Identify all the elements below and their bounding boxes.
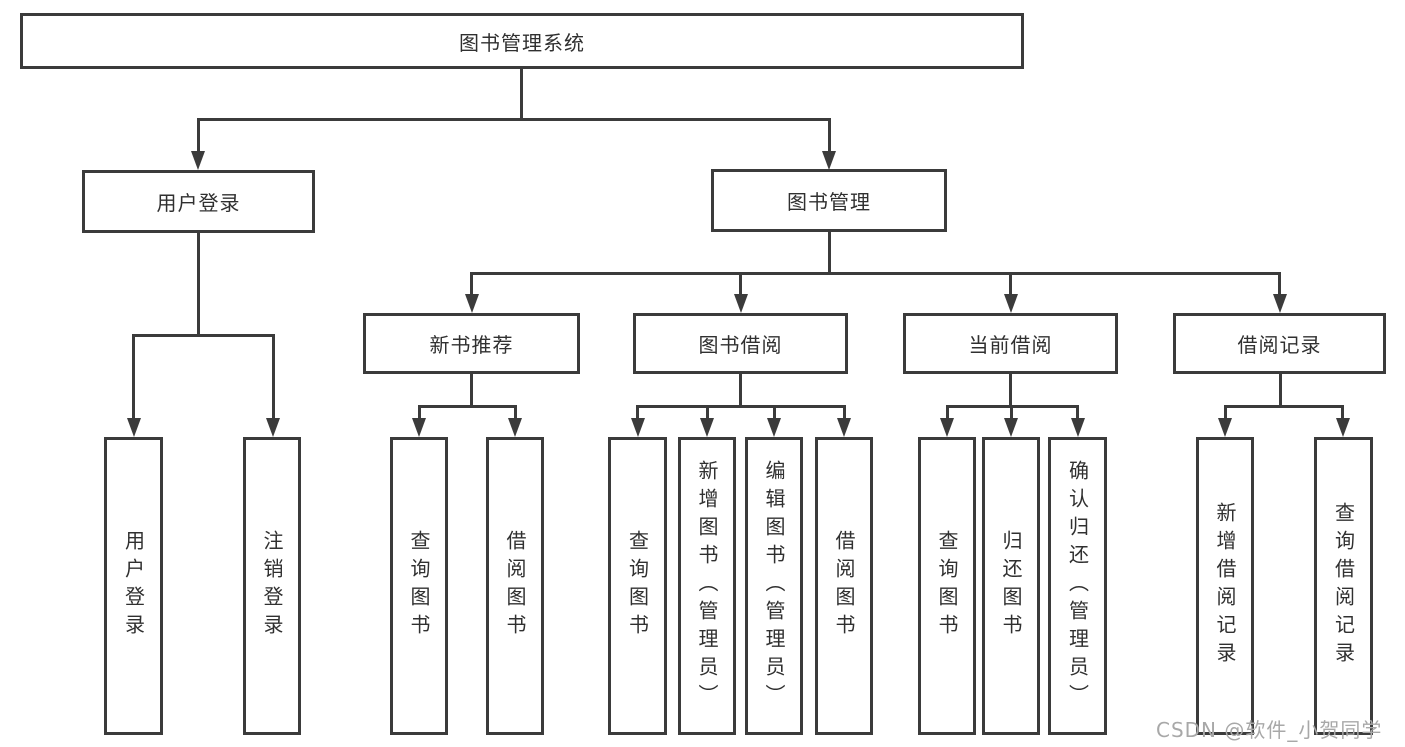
node-label: 新增图书（管理员） <box>695 460 719 712</box>
node-leaf-borrow-books: 借阅图书 <box>815 437 873 735</box>
connector-drop <box>1009 271 1012 294</box>
node-label: 查询图书 <box>625 530 650 642</box>
node-label: 注销登录 <box>260 530 284 642</box>
node-label: 归还图书 <box>999 530 1023 642</box>
connector-drop <box>705 404 709 418</box>
connector-stem <box>827 232 831 273</box>
connector-bar <box>417 404 517 408</box>
node-leaf-query-books-borrowing: 查询图书 <box>608 437 667 735</box>
node-label: 借阅图书 <box>503 530 527 642</box>
node-book-management: 图书管理 <box>711 169 947 232</box>
arrowhead-icon <box>1003 294 1018 313</box>
connector-drop <box>132 333 135 418</box>
node-label: 新增借阅记录 <box>1213 502 1237 670</box>
connector-drop <box>417 404 421 418</box>
arrowhead-icon <box>837 418 851 437</box>
node-current-borrowing: 当前借阅 <box>903 313 1118 374</box>
node-leaf-logout: 注销登录 <box>243 437 301 735</box>
node-label: 图书管理 <box>787 190 871 214</box>
connector-drop <box>1223 404 1227 418</box>
arrowhead-icon <box>822 151 836 170</box>
node-book-borrowing: 图书借阅 <box>633 313 848 374</box>
arrowhead-icon <box>1218 418 1232 437</box>
connector-drop <box>772 404 776 418</box>
node-borrowing-records: 借阅记录 <box>1173 313 1386 374</box>
arrowhead-icon <box>940 418 954 437</box>
arrowhead-icon <box>1272 294 1287 313</box>
connector-drop <box>470 271 473 294</box>
node-label: 编辑图书（管理员） <box>762 460 786 712</box>
node-label: 查询借阅记录 <box>1331 502 1356 670</box>
node-leaf-query-books-recommend: 查询图书 <box>390 437 448 735</box>
arrowhead-icon <box>767 418 781 437</box>
node-leaf-add-borrow-record: 新增借阅记录 <box>1196 437 1254 735</box>
node-leaf-user-login: 用户登录 <box>104 437 163 735</box>
connector-stem <box>1278 374 1282 406</box>
node-leaf-return-books: 归还图书 <box>982 437 1040 735</box>
node-leaf-query-books-current: 查询图书 <box>918 437 976 735</box>
connector-stem <box>196 233 200 335</box>
node-label: 当前借阅 <box>968 333 1053 357</box>
arrowhead-icon <box>1335 418 1350 437</box>
arrowhead-icon <box>733 294 748 313</box>
node-label: 查询图书 <box>935 530 959 642</box>
arrowhead-icon <box>191 151 205 170</box>
node-label: 图书借阅 <box>698 333 783 357</box>
connector-bar <box>636 404 846 408</box>
connector-stem <box>738 374 742 406</box>
connector-bar <box>132 333 275 337</box>
node-label: 图书管理系统 <box>459 30 585 55</box>
node-label: 用户登录 <box>156 191 241 215</box>
node-label: 用户登录 <box>121 530 146 642</box>
connector-drop <box>196 117 200 151</box>
connector-drop <box>1009 404 1013 418</box>
arrowhead-icon <box>412 418 426 437</box>
connector-bar <box>470 271 1281 275</box>
connector-drop <box>1341 404 1344 418</box>
node-new-book-recommendation: 新书推荐 <box>363 313 580 374</box>
node-leaf-edit-books-admin: 编辑图书（管理员） <box>745 437 803 735</box>
node-label: 借阅图书 <box>832 530 856 642</box>
connector-drop <box>513 404 517 418</box>
node-library-management-system: 图书管理系统 <box>20 13 1024 69</box>
arrowhead-icon <box>1004 418 1018 437</box>
arrowhead-icon <box>1070 418 1085 437</box>
watermark: CSDN @软件_小贺同学 <box>1156 718 1383 742</box>
connector-stem <box>1008 374 1012 406</box>
node-label: 新书推荐 <box>429 333 514 357</box>
arrowhead-icon <box>464 294 479 313</box>
node-leaf-query-borrow-record: 查询借阅记录 <box>1314 437 1373 735</box>
node-label: 查询图书 <box>407 530 431 642</box>
node-leaf-confirm-return-admin: 确认归还（管理员） <box>1048 437 1107 735</box>
connector-bar <box>197 117 831 121</box>
connector-drop <box>271 333 275 418</box>
connector-stem <box>469 374 473 406</box>
connector-drop <box>827 117 831 151</box>
arrowhead-icon <box>126 418 141 437</box>
arrowhead-icon <box>630 418 645 437</box>
connector-drop <box>636 404 639 418</box>
connector-drop <box>842 404 846 418</box>
node-user-login: 用户登录 <box>82 170 315 233</box>
node-label: 借阅记录 <box>1237 333 1322 357</box>
arrowhead-icon <box>700 418 714 437</box>
connector-drop <box>1278 271 1281 294</box>
arrowhead-icon <box>508 418 522 437</box>
arrowhead-icon <box>266 418 280 437</box>
connector-stem <box>519 69 523 119</box>
node-label: 确认归还（管理员） <box>1065 460 1090 712</box>
connector-drop <box>945 404 949 418</box>
node-leaf-borrow-books-recommend: 借阅图书 <box>486 437 544 735</box>
connector-bar <box>1223 404 1344 408</box>
node-leaf-add-books-admin: 新增图书（管理员） <box>678 437 736 735</box>
connector-drop <box>1076 404 1079 418</box>
connector-drop <box>739 271 742 294</box>
